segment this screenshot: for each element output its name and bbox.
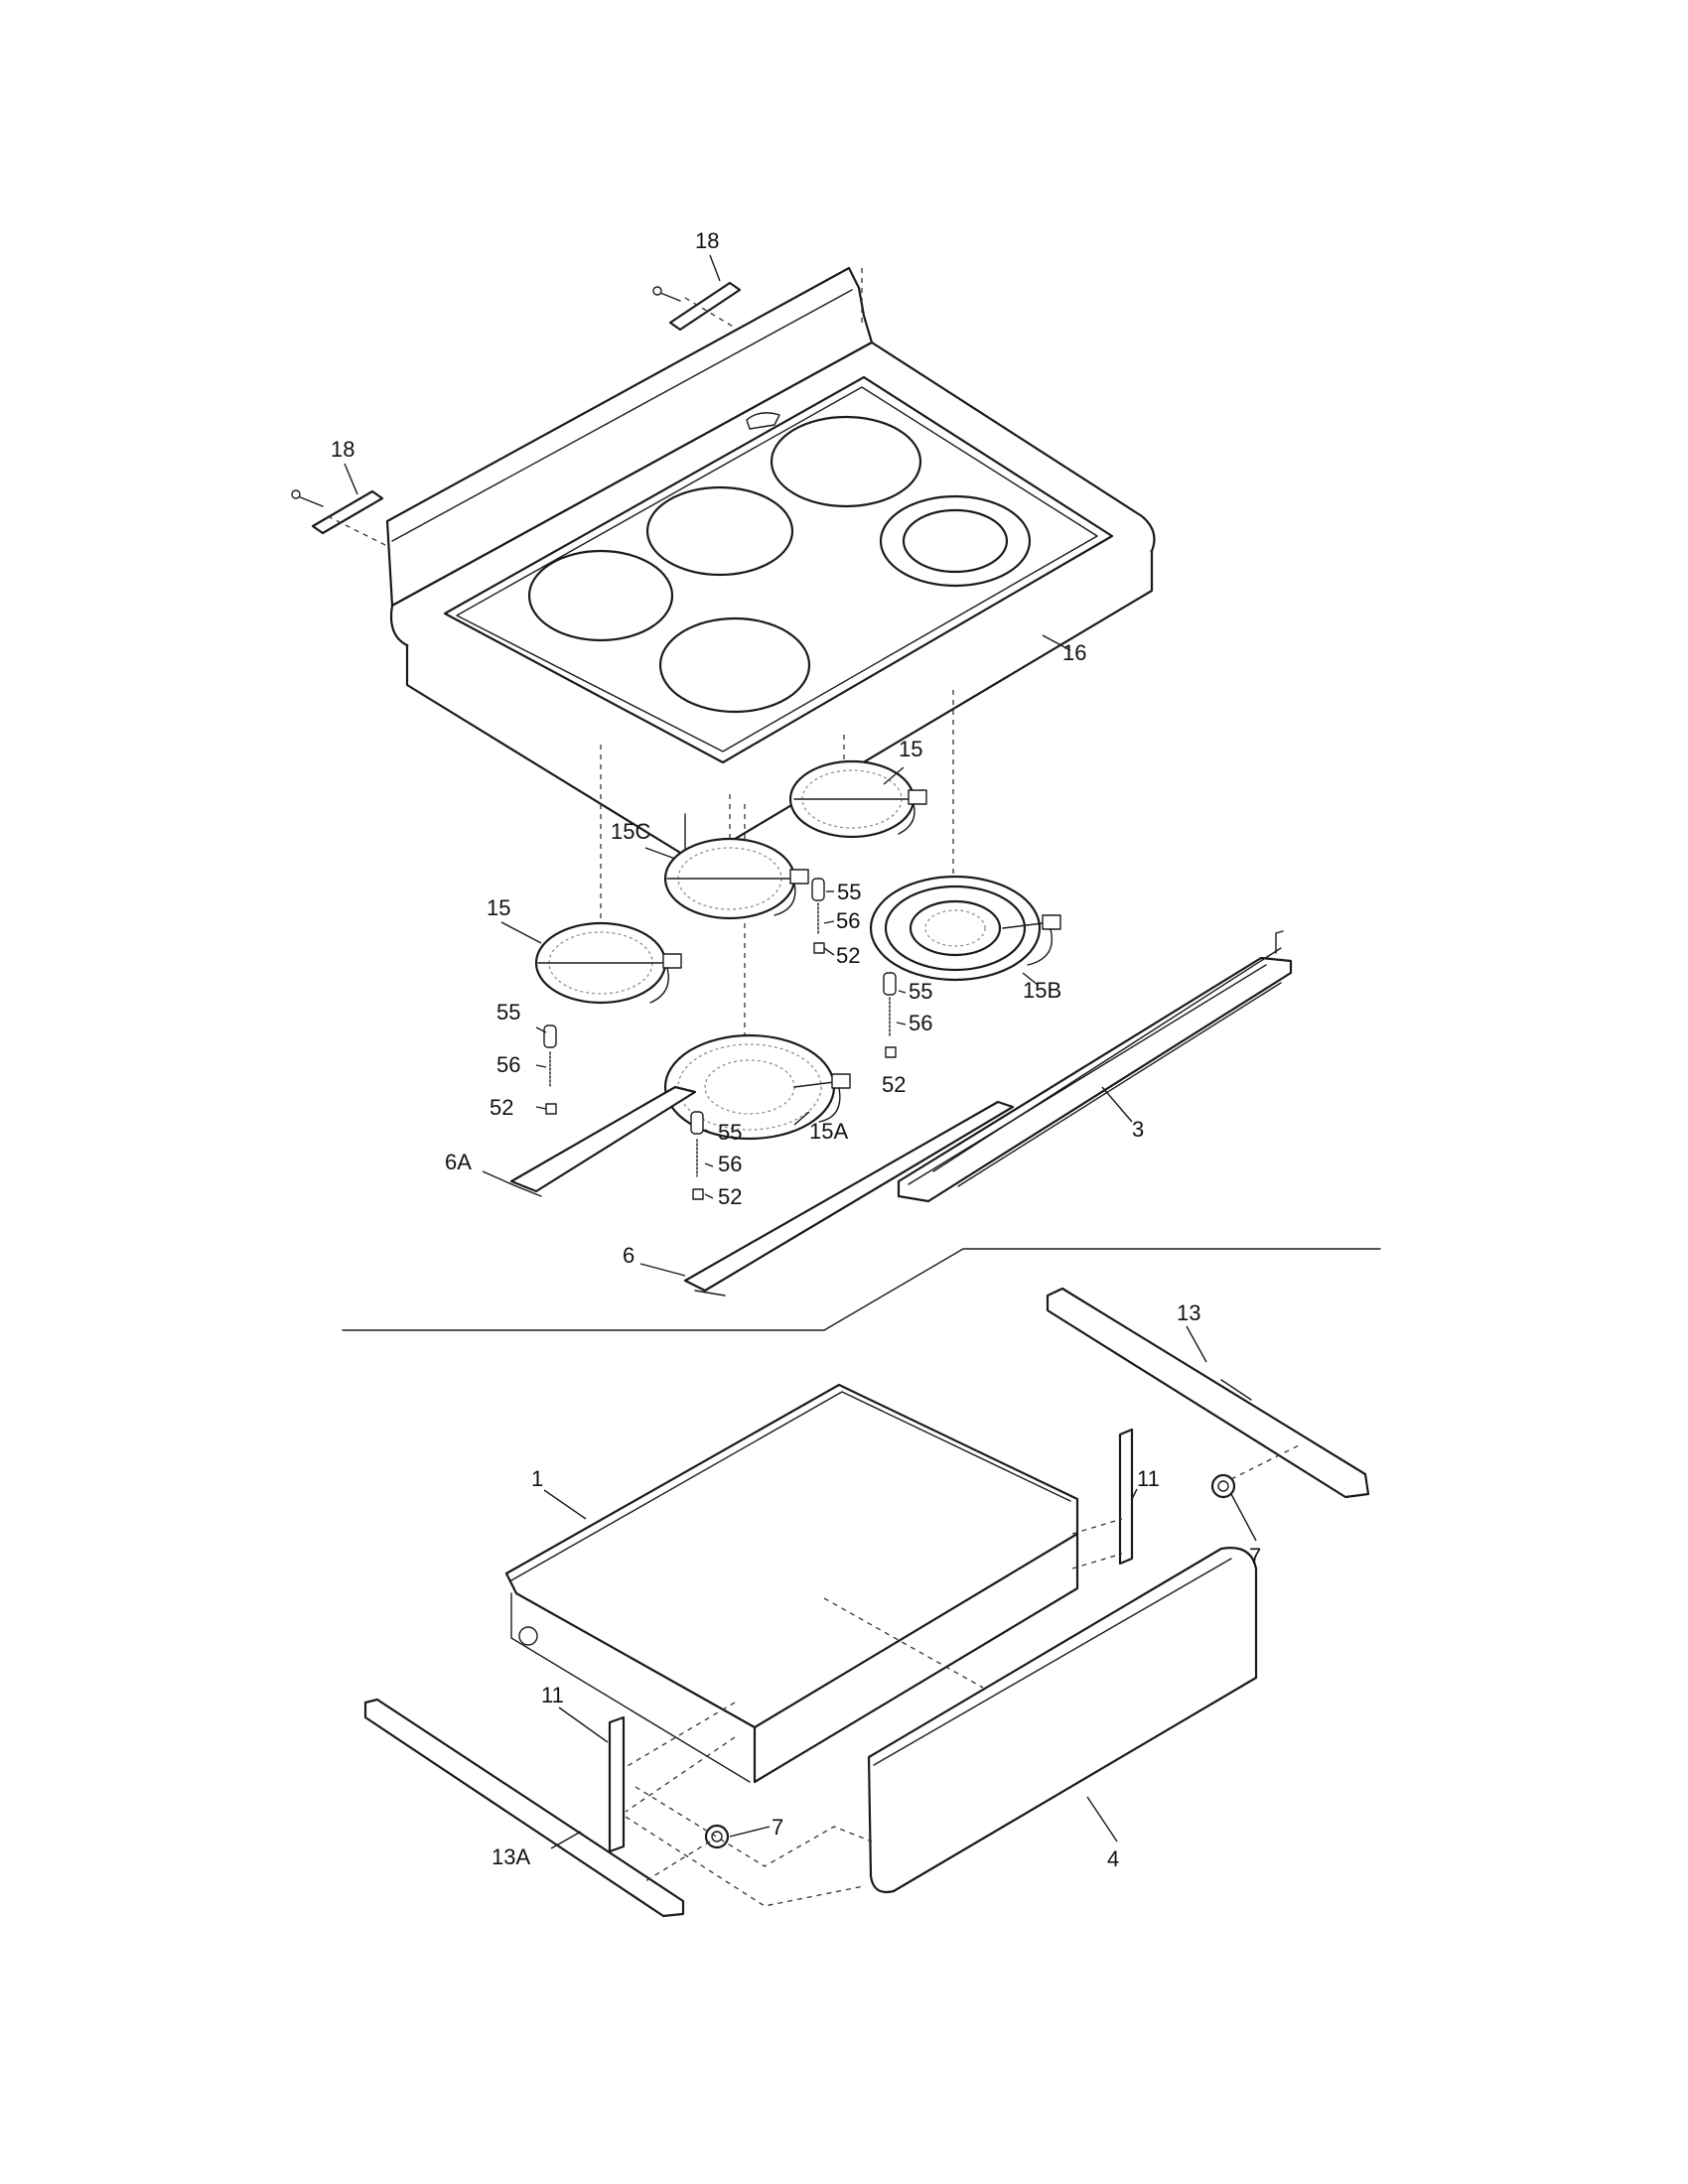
slide-rail-13	[1046, 1287, 1370, 1499]
callout-11-left: 11	[541, 1683, 564, 1707]
callout-7-left: 7	[772, 1815, 783, 1840]
roller-7-right	[1210, 1443, 1302, 1499]
section-divider	[342, 1248, 1381, 1331]
element-15C	[663, 837, 809, 920]
fastener-stack-15A	[690, 1111, 704, 1200]
callout-13A: 13A	[492, 1844, 530, 1869]
roller-7-left	[644, 1824, 730, 1882]
callout-55-15B: 55	[909, 979, 932, 1004]
callout-52-15A: 52	[718, 1184, 742, 1209]
callout-1: 1	[531, 1466, 543, 1491]
drawer-front-4	[867, 1547, 1258, 1894]
bracket-18-rear	[652, 281, 742, 332]
callout-leaders	[344, 254, 1257, 1849]
callout-6A: 6A	[445, 1150, 472, 1174]
callout-55-15C: 55	[837, 880, 861, 904]
callout-4: 4	[1107, 1846, 1119, 1871]
bracket-18-left	[291, 489, 388, 547]
callout-52-15B: 52	[882, 1072, 906, 1097]
callout-11-right: 11	[1137, 1466, 1160, 1491]
callout-52-15C: 52	[836, 943, 860, 968]
callout-3: 3	[1132, 1117, 1144, 1142]
callout-15A: 15A	[809, 1119, 848, 1144]
callout-56-15A: 56	[718, 1152, 742, 1176]
support-11-left	[608, 1702, 736, 1853]
element-15B	[869, 875, 1061, 982]
drawer-connection-lines	[625, 1786, 873, 1907]
slide-rail-13A	[363, 1698, 685, 1918]
callout-55-15A: 55	[718, 1120, 742, 1145]
element-15-left	[534, 921, 682, 1005]
fastener-stack-left	[543, 1024, 557, 1115]
support-11-right	[1071, 1428, 1134, 1570]
callout-56-15C: 56	[836, 908, 860, 933]
callout-15B: 15B	[1023, 978, 1061, 1003]
callout-labels: 18 18 16 15 15C 15 15A 15B 55 56 52 55 5…	[331, 228, 1261, 1871]
rivet-icon	[518, 1626, 538, 1646]
callout-15-right: 15	[899, 737, 922, 761]
screw-icon	[659, 292, 681, 302]
cooktop-assembly	[385, 266, 1156, 860]
element-15-right	[788, 759, 927, 839]
callout-6: 6	[623, 1243, 634, 1268]
element-15A	[663, 1033, 851, 1141]
callout-55-left: 55	[496, 1000, 520, 1024]
screw-icon	[297, 495, 324, 507]
callout-52-left: 52	[490, 1095, 513, 1120]
callout-56-left: 56	[496, 1052, 520, 1077]
callout-18-rear: 18	[695, 228, 719, 253]
rail-6A	[509, 1085, 697, 1197]
fastener-stack-15C	[811, 878, 825, 954]
callout-16: 16	[1062, 640, 1086, 665]
rail-3	[897, 930, 1293, 1203]
callout-15C: 15C	[611, 819, 650, 844]
rail-6	[683, 1100, 1015, 1297]
drawer-1	[504, 1383, 1079, 1784]
callout-13: 13	[1177, 1300, 1200, 1325]
callout-56-15B: 56	[909, 1011, 932, 1035]
callout-7-right: 7	[1249, 1544, 1261, 1569]
fastener-stack-15B	[883, 972, 897, 1058]
callout-18-left: 18	[331, 437, 354, 462]
callout-15-left: 15	[487, 895, 510, 920]
